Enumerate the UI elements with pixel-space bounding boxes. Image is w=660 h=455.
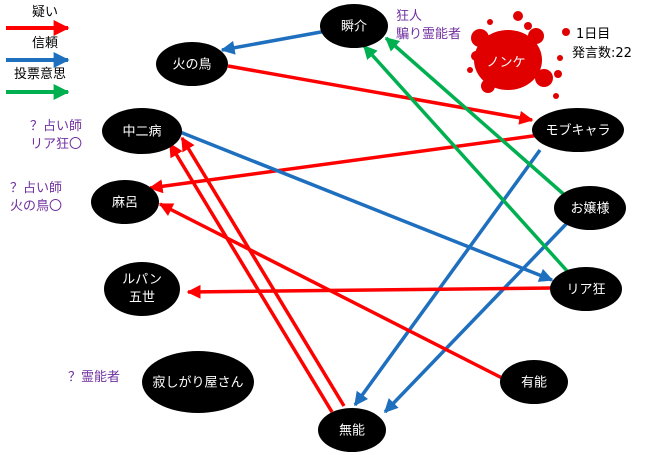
node-munou[interactable]: 無能 bbox=[318, 408, 386, 452]
edge-trust-shunsuke-hinotori bbox=[220, 28, 333, 55]
node-sabishigari[interactable]: 寂しがり屋さん bbox=[142, 351, 254, 413]
annotation-chunibyo-result: リア狂〇 bbox=[30, 137, 82, 152]
node-chunibyo-label: 中二病 bbox=[122, 125, 161, 140]
node-chunibyo[interactable]: 中二病 bbox=[102, 108, 182, 154]
edge-suspicion-munou-chunibyo-2 bbox=[180, 136, 346, 407]
node-mahiro-label: 麻呂 bbox=[112, 196, 138, 211]
edge-suspicion-munou-chunibyo-1 bbox=[168, 142, 334, 413]
node-lupin-label-line2: 五世 bbox=[129, 291, 155, 306]
annotation-shunsuke-claim: 騙り霊能者 bbox=[396, 26, 461, 42]
edge-trust-mobkyara-munou bbox=[353, 148, 542, 407]
dead-player-label: ノンケ bbox=[486, 56, 525, 71]
edge-suspicion-hinotori-mobkyara bbox=[227, 64, 534, 125]
node-mahiro[interactable]: 麻呂 bbox=[91, 180, 159, 224]
blood-splat-icon bbox=[474, 30, 542, 90]
node-lupin[interactable]: ルパン 五世 bbox=[104, 262, 180, 316]
speech-count: 発言数:22 bbox=[572, 46, 632, 61]
annotation-mahiro-result: 火の鳥〇 bbox=[10, 199, 62, 214]
node-munou-label: 無能 bbox=[339, 424, 365, 439]
node-yuunou[interactable]: 有能 bbox=[500, 360, 568, 404]
edge-vote-ojousama-shunsuke bbox=[384, 36, 570, 200]
node-sabishigari-label: 寂しがり屋さん bbox=[152, 375, 243, 391]
legend-suspicion-label: 疑い bbox=[32, 4, 58, 20]
node-lupin-label-line1: ルパン bbox=[122, 273, 162, 288]
node-mobkyara-label: モブキャラ bbox=[545, 123, 610, 139]
node-riakyo-label: リア狂 bbox=[566, 283, 605, 298]
node-shunsuke[interactable]: 瞬介 bbox=[320, 4, 388, 48]
edges bbox=[148, 28, 572, 414]
node-riakyo[interactable]: リア狂 bbox=[550, 267, 622, 311]
legend-trust-label: 信頼 bbox=[32, 36, 58, 51]
annotation-sabishigari-claim: ？霊能者 bbox=[68, 370, 120, 385]
edge-suspicion-riakyo-lupin bbox=[186, 284, 553, 299]
annotation-shunsuke-role: 狂人 bbox=[396, 9, 422, 24]
node-yuunou-label: 有能 bbox=[521, 376, 547, 391]
node-shunsuke-label: 瞬介 bbox=[341, 20, 367, 35]
edge-trust-chunibyo-riakyo bbox=[179, 130, 554, 282]
node-ojousama-label: お嬢様 bbox=[570, 202, 609, 217]
edge-trust-ojousama-munou bbox=[383, 218, 572, 414]
edge-vote-riakyo-shunsuke bbox=[362, 44, 570, 274]
dead-player-splat: ノンケ bbox=[467, 11, 570, 99]
annotation-chunibyo-claim: ？占い師 bbox=[30, 119, 82, 134]
edge-suspicion-yuunou-mahiro bbox=[158, 202, 507, 382]
legend: 疑い 信頼 投票意思 bbox=[6, 4, 70, 100]
annotation-mahiro-claim: ？占い師 bbox=[10, 181, 62, 196]
node-mobkyara[interactable]: モブキャラ bbox=[532, 108, 624, 152]
node-hinotori[interactable]: 火の鳥 bbox=[156, 42, 228, 86]
node-hinotori-label: 火の鳥 bbox=[172, 58, 211, 73]
day-label: 1日目 bbox=[576, 27, 610, 42]
node-ojousama[interactable]: お嬢様 bbox=[554, 186, 626, 230]
edge-suspicion-mobkyara-mahiro bbox=[148, 133, 541, 194]
legend-vote-label: 投票意思 bbox=[14, 66, 66, 82]
